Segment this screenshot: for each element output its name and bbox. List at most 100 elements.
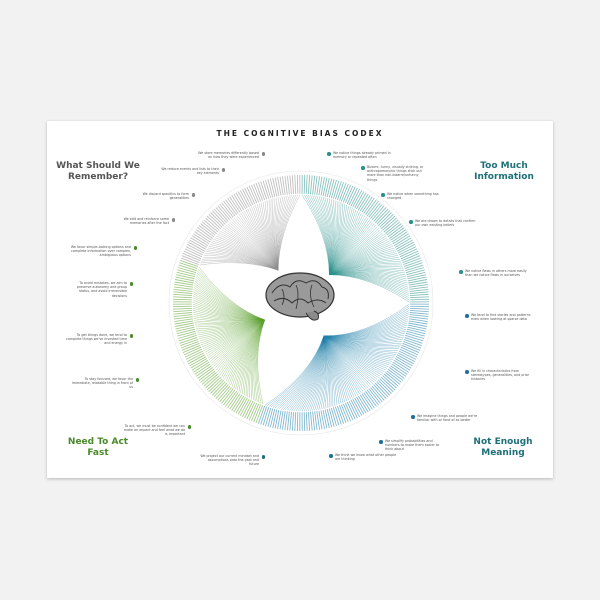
note-text: We store memories differently based on h… [198,151,259,160]
bias-label-mark [409,309,429,313]
bias-label-mark [185,350,204,360]
bias-label-mark [410,298,430,301]
bias-label-mark [395,239,413,250]
bias-label-mark [316,411,321,430]
bias-label-mark [334,406,342,425]
bias-label-mark [173,312,193,315]
bias-label-mark [223,200,236,217]
bias-label-mark [225,199,237,215]
bias-label-mark [195,365,212,377]
bias-label-mark [229,196,241,213]
note-text: We project our current mindset and assum… [200,454,259,467]
bias-label-mark [239,190,250,208]
bias-label-mark [244,187,254,206]
note-text: We imagine things and people we're famil… [417,414,478,423]
bias-label-mark [305,175,308,194]
bias-label-mark [328,179,335,198]
bias-label-mark [407,274,426,280]
bias-label-mark [173,288,193,292]
bias-label-mark [215,384,229,399]
bias-label-mark [269,178,276,198]
bias-label-mark [233,395,245,413]
bias-label-mark [330,407,337,427]
bias-label-mark [291,175,295,195]
note-confidence: To act, we must be confident we can make… [123,424,191,437]
bias-label-mark [403,259,422,268]
bias-label-mark [176,328,196,335]
bias-label-mark [179,336,198,344]
blue-dot-icon [411,415,415,419]
bias-label-mark [246,186,256,205]
bias-label-mark [385,221,401,234]
bias-label-mark [356,396,367,414]
note-avoid-mistakes: To avoid mistakes, we aim to preserve au… [65,281,133,298]
bias-label-mark [328,408,335,427]
bias-label-mark [193,233,210,245]
bias-label-mark [175,276,195,282]
bias-label-mark [318,176,323,196]
bias-label-mark [208,378,223,393]
bias-label-mark [225,391,237,407]
bias-label-mark [407,326,426,332]
bias-label-mark [368,202,381,218]
branch-act-fast [172,259,265,424]
bias-label-mark [257,182,266,201]
bias-label-mark [180,338,199,347]
bias-label-mark [183,346,202,356]
bias-label-mark [409,293,429,297]
bias-label-mark [181,342,200,351]
bias-label-mark [257,405,266,424]
bias-label-mark [340,183,349,202]
bias-label-mark [186,243,205,254]
bias-label-mark [227,197,239,214]
bias-label-mark [322,177,328,197]
bias-label-mark [200,370,216,383]
bias-label-mark [338,405,347,424]
bias-label-mark [401,344,420,354]
bias-label-mark [394,237,412,248]
bias-label-mark [250,184,260,203]
bias-label-mark [221,202,234,218]
bias-label-mark [406,271,426,278]
bias-label-mark [307,411,311,431]
bias-label-mark [409,318,428,323]
bias-label-mark [183,250,202,260]
bias-label-mark [239,398,250,416]
note-text: We notice things already primed in memor… [333,151,391,160]
bias-label-mark [181,255,200,264]
quadrant-title-not-enough-meaning: Not Enough Meaning [473,437,533,458]
bias-label-mark [406,330,425,337]
branch-line [264,335,325,406]
bias-label-mark [241,188,252,207]
bias-label-mark [175,324,195,330]
bias-label-mark [277,410,282,429]
bias-label-mark [382,217,397,231]
bias-label-mark [205,217,220,231]
bias-label-mark [389,227,405,239]
bias-label-mark [409,312,429,315]
blue-dot-icon [465,370,469,374]
bias-label-mark [310,175,313,195]
bias-label-mark [173,309,193,313]
bias-label-mark [409,291,429,294]
bias-label-mark [346,401,356,420]
green-dot-icon [129,334,133,338]
note-text: To avoid mistakes, we aim to preserve au… [76,281,127,298]
bias-label-mark [279,410,284,430]
bias-label-mark [286,175,290,195]
bias-label-mark [389,367,405,379]
bias-label-mark [405,332,425,339]
bias-label-mark [289,411,292,431]
bias-label-mark [409,314,429,318]
bias-label-mark [177,332,197,339]
bias-label-mark [396,241,414,252]
branch-line [272,335,325,408]
bias-label-mark [383,373,399,387]
branch-line [329,274,410,298]
bias-label-mark [348,400,358,419]
branch-line [310,195,330,275]
bias-label-mark [407,276,427,282]
bias-label-mark [272,178,278,197]
note-text: We tend to find stories and patterns eve… [471,313,531,322]
bias-label-mark [193,361,210,373]
